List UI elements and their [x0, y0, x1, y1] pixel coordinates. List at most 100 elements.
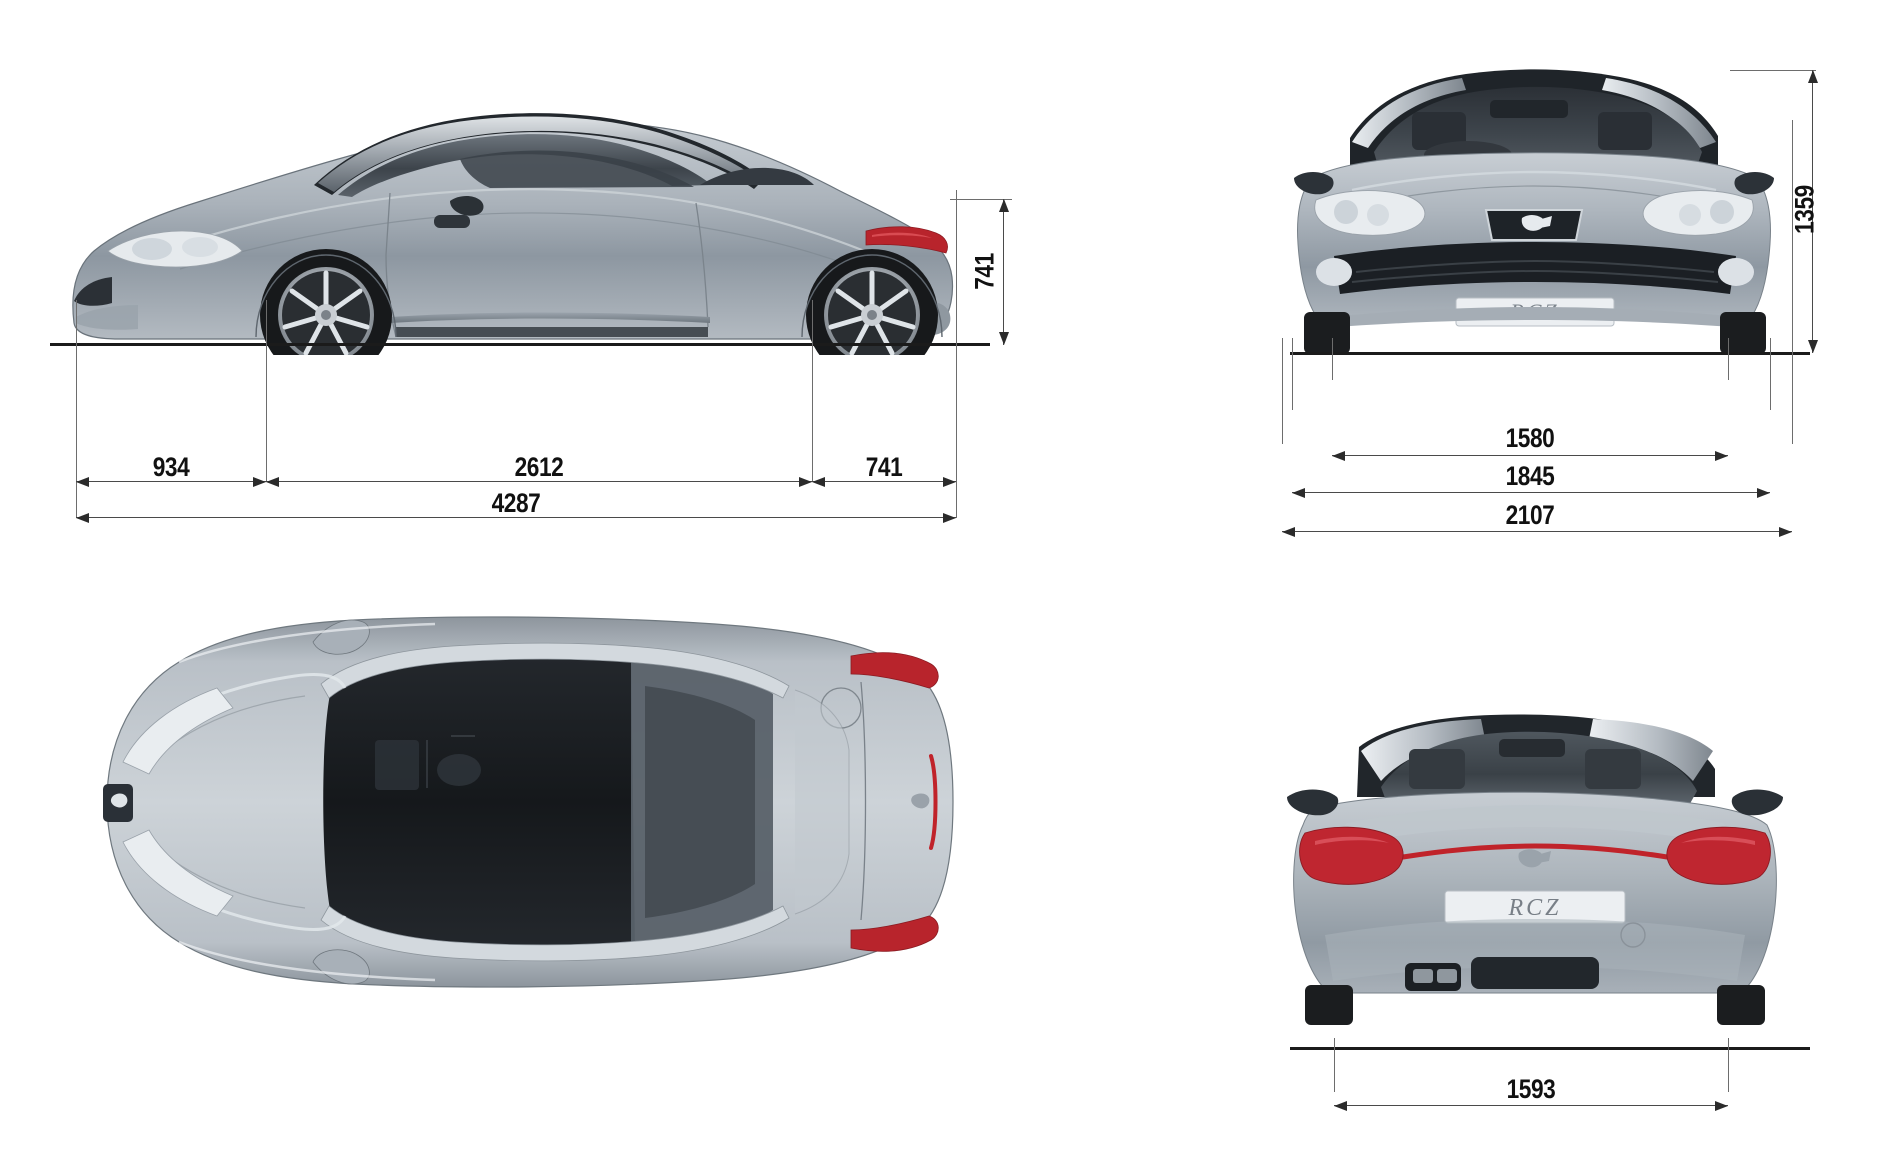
top-right-taillight	[850, 915, 939, 952]
front-height-arrow-bottom	[1808, 340, 1818, 353]
front-grille-slats	[1351, 259, 1719, 283]
side-ground-line	[50, 343, 990, 346]
arrow-rear-track-right	[1715, 1101, 1728, 1111]
ext-bodywidth-left	[1292, 338, 1293, 410]
rear-right-taillight-highlight	[1681, 836, 1755, 845]
side-rear-shutline	[695, 202, 709, 328]
rear-right-headrest	[1585, 749, 1641, 789]
label-front-overhang: 934	[152, 452, 190, 482]
top-console-lines	[426, 735, 475, 788]
arrow-wheelbase-left	[266, 477, 279, 487]
arrow-front-overhang-left	[76, 477, 89, 487]
ext-length-left	[76, 300, 77, 518]
top-steering-wheel	[437, 754, 481, 786]
side-rocker-sill	[396, 327, 708, 337]
top-arch-right	[320, 905, 790, 962]
front-elevation-view: RCZ	[1290, 60, 1780, 360]
front-bonnet-crease-upper	[1351, 170, 1717, 192]
side-rear-arch	[801, 254, 943, 338]
front-right-mirror	[1734, 172, 1774, 195]
side-shoulder-crease	[159, 188, 885, 261]
front-right-foglamp	[1718, 258, 1754, 286]
label-overall-length: 4287	[491, 488, 541, 518]
rear-right-tyre	[1717, 985, 1765, 1025]
ext-mirrorwidth-right	[1792, 120, 1793, 444]
front-lower-lip	[1320, 307, 1750, 328]
top-left-taillight	[850, 652, 939, 689]
side-front-wheel	[260, 249, 392, 355]
front-height-arrow-top	[1808, 70, 1818, 83]
ext-bodywidth-right	[1770, 338, 1771, 410]
dimline-wheelbase	[266, 481, 812, 482]
front-left-mirror	[1294, 172, 1334, 195]
front-left-foglamp	[1316, 258, 1352, 286]
front-left-tyre	[1304, 312, 1350, 354]
side-headlight-lens-a	[132, 238, 172, 260]
label-wheelbase: 2612	[514, 452, 564, 482]
side-front-arch	[255, 254, 397, 338]
front-right-lamp-a	[1710, 200, 1734, 224]
ext-front-axle	[266, 300, 267, 482]
front-ground-line	[1290, 352, 1810, 355]
rear-left-taillight-highlight	[1315, 836, 1389, 845]
rear-right-mirror	[1731, 789, 1783, 816]
side-height-label: 741	[969, 253, 1000, 290]
rear-brakelight-high	[1499, 739, 1565, 757]
arrow-body-width-right	[1757, 488, 1770, 498]
label-front-track: 1580	[1505, 423, 1555, 453]
dimline-body-width	[1292, 492, 1770, 493]
top-plan-view	[55, 590, 985, 1020]
front-right-lamp-b	[1679, 204, 1701, 226]
side-elevation-view	[60, 55, 980, 355]
side-height-arrow-bottom	[999, 332, 1009, 345]
label-mirror-width: 2107	[1505, 500, 1555, 530]
arrow-body-width-left	[1292, 488, 1305, 498]
top-highlight-right	[178, 940, 436, 982]
side-roof-arch-chrome	[318, 116, 758, 192]
arrow-overall-length-left	[76, 513, 89, 523]
side-headlight-lens-b	[182, 237, 218, 257]
rear-elevation-view: RCZ	[1285, 705, 1785, 1050]
top-dash-display	[375, 740, 419, 790]
arrow-mirror-width-right	[1779, 527, 1792, 537]
ext-rear-track-left	[1334, 1038, 1335, 1092]
top-boot-lid	[794, 689, 850, 915]
ext-rear-axle	[812, 300, 813, 482]
rear-left-tyre	[1305, 985, 1353, 1025]
side-quarter-glass	[700, 167, 814, 185]
side-secondary-crease	[179, 212, 881, 278]
rear-diffuser	[1471, 957, 1599, 989]
front-left-lamp-b	[1367, 204, 1389, 226]
front-left-arch-chrome	[1352, 78, 1466, 148]
side-door-handle	[434, 215, 470, 228]
top-rear-glass-inner	[645, 686, 755, 918]
arrow-rear-track-left	[1334, 1101, 1347, 1111]
dimline-rear-track	[1334, 1105, 1728, 1106]
arrow-rear-overhang-right	[943, 477, 956, 487]
side-door-glass	[460, 150, 694, 188]
front-height-label: 1359	[1789, 185, 1820, 234]
side-tail-light-highlight	[872, 232, 932, 238]
side-windscreen	[338, 134, 712, 197]
rear-lion-badge	[1518, 849, 1551, 868]
ext-track-left	[1332, 338, 1333, 380]
front-right-arch-chrome	[1602, 78, 1716, 148]
rear-left-taillight	[1299, 826, 1404, 885]
ext-length-right	[956, 190, 957, 518]
top-rear-lion	[911, 793, 930, 809]
label-rear-overhang: 741	[865, 452, 903, 482]
dimline-mirror-width	[1282, 531, 1792, 532]
dimline-front-overhang	[76, 481, 266, 482]
arrow-wheelbase-right	[799, 477, 812, 487]
rear-plate-text: RCZ	[1507, 895, 1561, 921]
top-rear-reflector	[929, 754, 938, 850]
front-right-seat	[1598, 112, 1652, 150]
side-mirror	[450, 195, 484, 216]
front-left-lamp-a	[1334, 200, 1358, 224]
rear-right-arch-chrome	[1589, 719, 1713, 781]
arrow-rear-overhang-left	[812, 477, 825, 487]
front-left-seat	[1412, 112, 1466, 150]
rear-left-mirror	[1287, 789, 1339, 816]
front-rearview-mirror	[1490, 100, 1568, 118]
